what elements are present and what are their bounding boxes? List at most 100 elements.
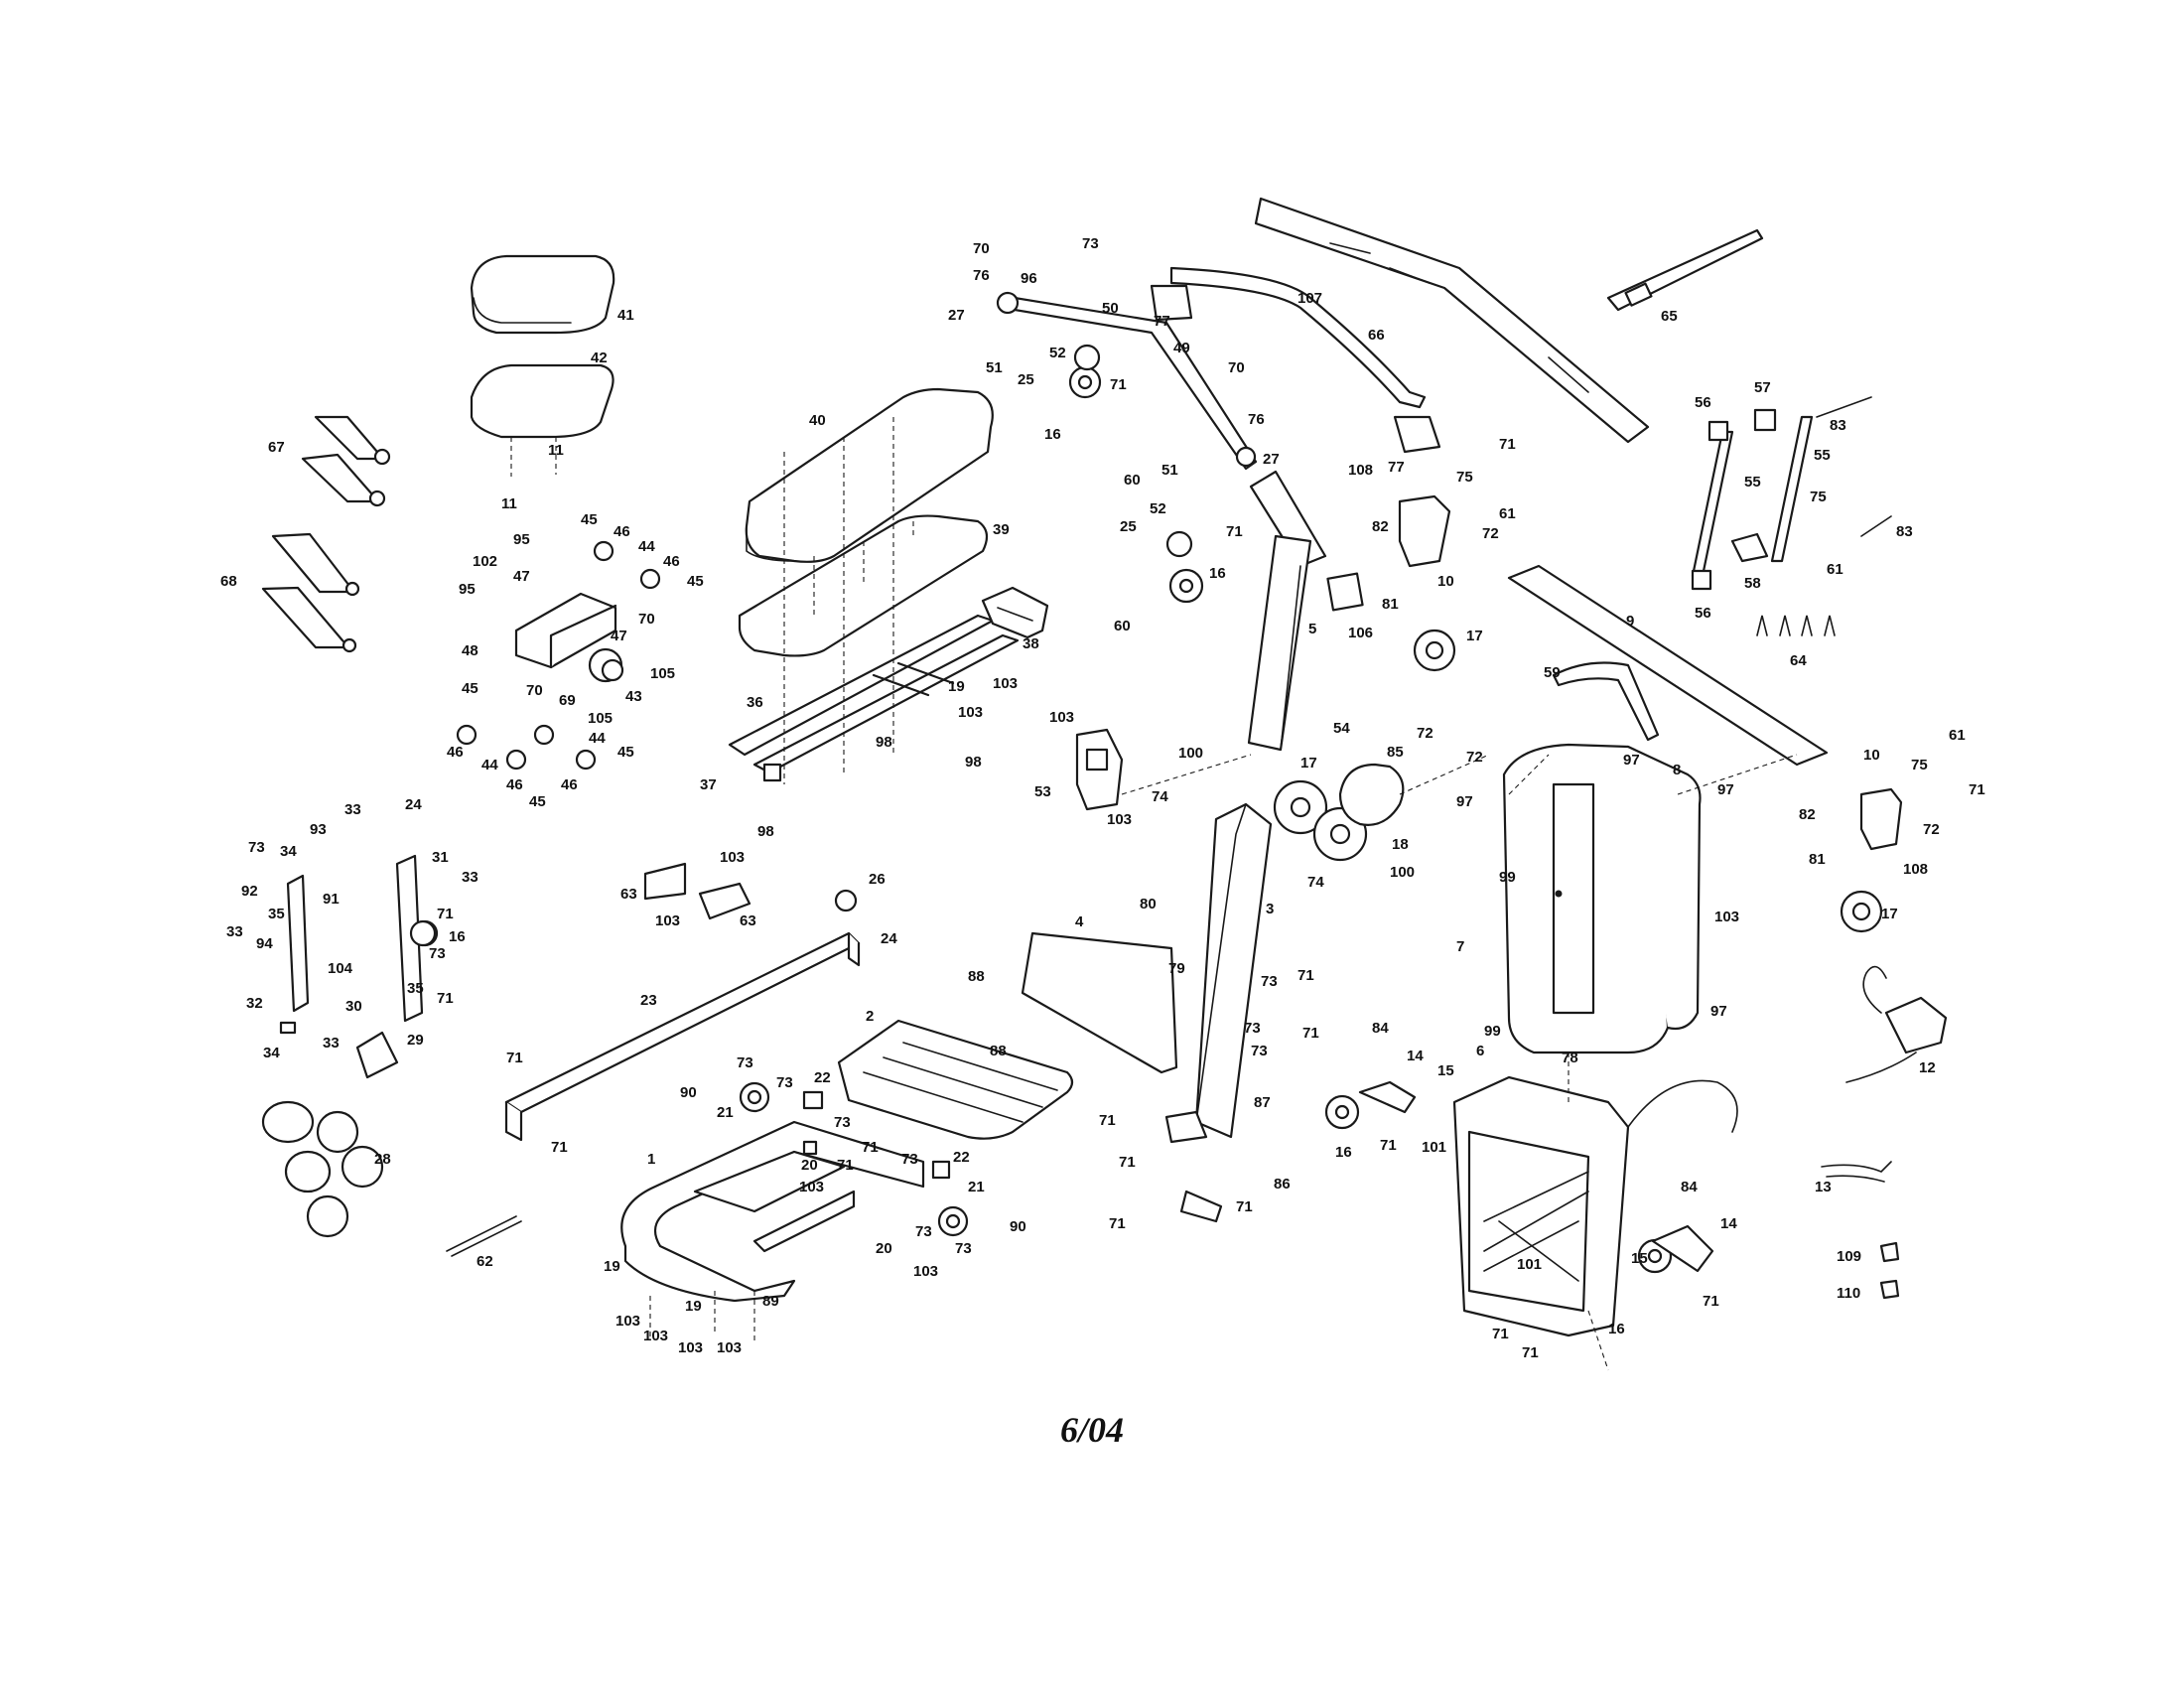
callout-71: 71 [1297,967,1314,984]
part-18-plate [1338,763,1405,826]
callout-23: 23 [640,992,657,1009]
part-5-upper-upright [1247,470,1364,752]
part-9-long-bar [1507,564,1829,767]
part-28-foam-rollers [261,1100,384,1238]
callout-3: 3 [1266,901,1274,917]
callout-44: 44 [481,757,498,773]
callout-15: 15 [1631,1250,1648,1267]
callout-81: 81 [1382,596,1399,613]
callout-5: 5 [1308,621,1316,637]
callout-101: 101 [1422,1139,1446,1156]
callout-35: 35 [407,980,424,997]
callout-56: 56 [1695,605,1711,622]
callout-71: 71 [1703,1293,1719,1310]
part-40-bench-pad [745,387,994,563]
callout-16: 16 [1209,565,1226,582]
callout-110: 110 [1837,1285,1860,1302]
callout-85: 85 [1387,744,1404,761]
callout-78: 78 [1562,1050,1578,1066]
callout-82: 82 [1799,806,1816,823]
callout-45: 45 [462,680,478,697]
callout-50: 50 [1102,300,1119,317]
callout-11: 11 [501,495,517,512]
callout-71: 71 [1236,1198,1253,1215]
callout-8: 8 [1673,762,1681,778]
callout-73: 73 [248,839,265,856]
callout-71: 71 [1109,1215,1126,1232]
callout-71: 71 [437,990,454,1007]
callout-64: 64 [1790,652,1807,669]
callout-39: 39 [993,521,1010,538]
callout-30: 30 [345,998,362,1015]
callout-26: 26 [869,871,886,888]
callout-51: 51 [1161,462,1178,479]
callout-24: 24 [405,796,422,813]
callout-103: 103 [720,849,745,866]
callout-19: 19 [604,1258,620,1275]
part-62-cable [446,1215,522,1257]
callout-103: 103 [717,1339,742,1356]
callout-28: 28 [374,1151,391,1168]
callout-19: 19 [685,1298,702,1315]
callout-70: 70 [526,682,543,699]
part-55-straps [1691,396,1892,591]
callout-74: 74 [1152,788,1168,805]
callout-33: 33 [323,1035,340,1052]
callout-27: 27 [1263,451,1280,468]
callout-12: 12 [1919,1059,1936,1076]
callout-46: 46 [561,776,578,793]
callout-107: 107 [1297,290,1322,307]
callout-84: 84 [1681,1179,1698,1195]
callout-103: 103 [993,675,1018,692]
part-59-handle [1552,661,1660,742]
callout-102: 102 [473,553,497,570]
callout-108: 108 [1903,861,1928,878]
part-42-seat-plate [470,363,614,477]
callout-75: 75 [1456,469,1473,486]
callout-95: 95 [513,531,530,548]
callout-labels: 41 42 11 11 67 68 40 39 38 103 36 19 103… [220,235,1985,1361]
callout-9: 9 [1626,613,1634,630]
callout-45: 45 [687,573,704,590]
callout-103: 103 [913,1263,938,1280]
callout-105: 105 [588,710,613,727]
callout-90: 90 [1010,1218,1026,1235]
callout-57: 57 [1754,379,1771,396]
callout-17: 17 [1300,755,1317,772]
callout-103: 103 [1107,811,1132,828]
callout-103: 103 [655,912,680,929]
callout-71: 71 [1969,781,1985,798]
callout-103: 103 [678,1339,703,1356]
callout-55: 55 [1744,474,1761,491]
callout-97: 97 [1717,781,1734,798]
callout-47: 47 [611,628,627,644]
callout-73: 73 [1251,1043,1268,1059]
part-4-shroud [1021,931,1178,1074]
callout-31: 31 [432,849,449,866]
date-code: 6/04 [1060,1410,1124,1450]
part-1-base-frame [620,1120,925,1303]
callout-22: 22 [953,1149,970,1166]
callout-25: 25 [1120,518,1137,535]
callout-82: 82 [1372,518,1389,535]
callout-103: 103 [643,1328,668,1344]
callout-66: 66 [1368,327,1385,344]
part-14-arms [1358,1080,1714,1273]
callout-71: 71 [1099,1112,1116,1129]
callout-70: 70 [973,240,990,257]
callout-24: 24 [881,930,897,947]
callout-98: 98 [876,734,892,751]
callout-59: 59 [1544,664,1561,681]
callout-48: 48 [462,642,478,659]
callout-19: 19 [948,678,965,695]
part-12-power-supply [1845,965,1948,1083]
callout-71: 71 [1380,1137,1397,1154]
callout-74: 74 [1307,874,1324,891]
callout-101: 101 [1517,1256,1542,1273]
callout-71: 71 [1302,1025,1319,1042]
callout-17: 17 [1466,628,1483,644]
callout-54: 54 [1333,720,1350,737]
callout-71: 71 [437,906,454,922]
part-6-resistance-unit [1452,1075,1738,1337]
